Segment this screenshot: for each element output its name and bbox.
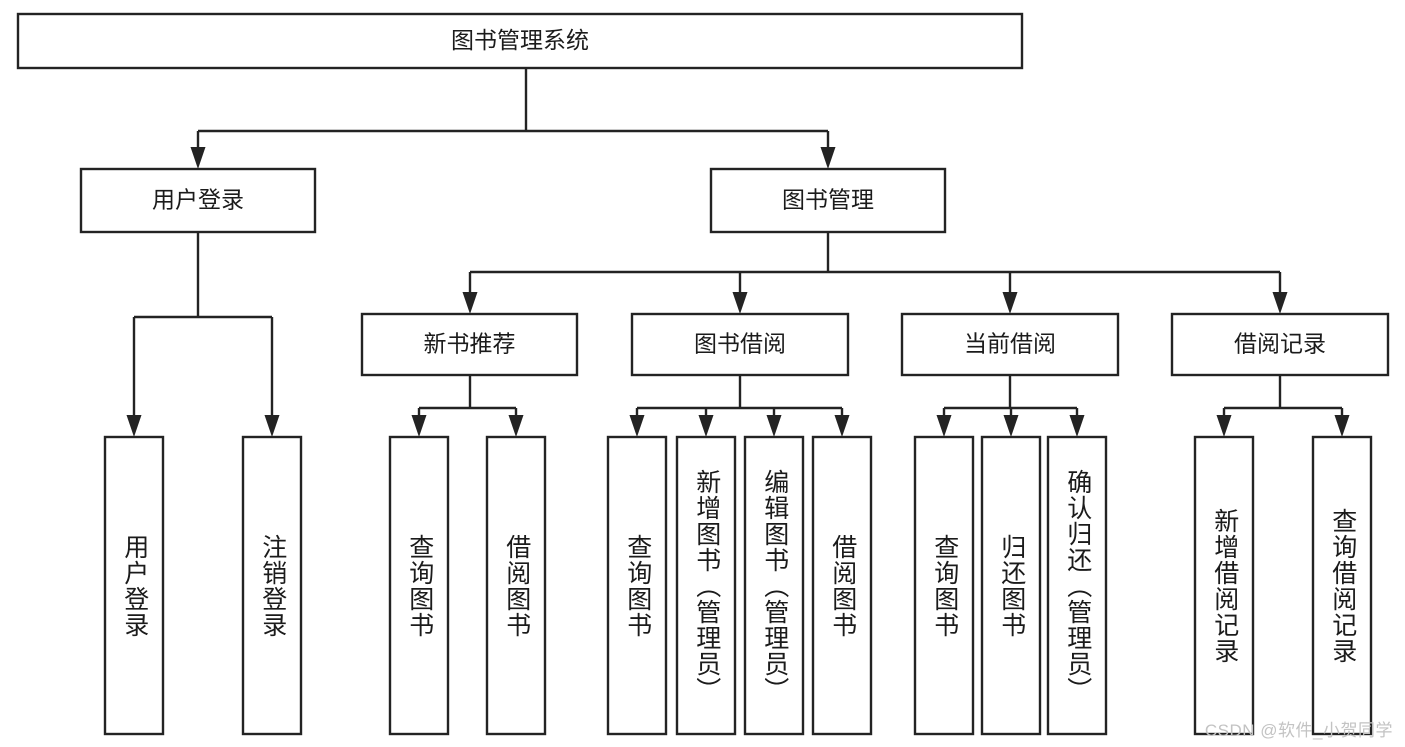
node-label-level2-0: 用户登录 — [152, 187, 244, 213]
arrow-head-icon — [190, 147, 206, 169]
arrow-head-icon — [766, 415, 782, 437]
node-label-level3-3: 借阅记录 — [1234, 331, 1326, 357]
arrow-head-icon — [264, 415, 280, 437]
node-box-level3-3[interactable] — [1170, 312, 1390, 377]
leaf-box-4[interactable] — [606, 435, 668, 736]
watermark-text: CSDN @软件_小贺同学 — [1204, 721, 1393, 740]
node-box-root[interactable] — [16, 12, 1024, 70]
leaf-box-8[interactable] — [913, 435, 975, 736]
arrow-head-icon — [508, 415, 524, 437]
leaf-box-3[interactable] — [485, 435, 547, 736]
arrow-head-icon — [834, 415, 850, 437]
node-box-level2-1[interactable] — [709, 167, 947, 234]
node-box-level3-0[interactable] — [360, 312, 579, 377]
node-box-level3-2[interactable] — [900, 312, 1120, 377]
leaf-box-12[interactable] — [1311, 435, 1373, 736]
arrow-head-icon — [126, 415, 142, 437]
node-label-level3-2: 当前借阅 — [964, 331, 1056, 357]
leaf-box-1[interactable] — [241, 435, 303, 736]
arrow-head-icon — [1272, 292, 1288, 314]
leaf-box-9[interactable] — [980, 435, 1042, 736]
arrow-head-icon — [1002, 292, 1018, 314]
arrow-head-icon — [1334, 415, 1350, 437]
arrow-head-icon — [629, 415, 645, 437]
arrow-head-icon — [936, 415, 952, 437]
leaf-box-7[interactable] — [811, 435, 873, 736]
arrow-head-icon — [1069, 415, 1085, 437]
leaf-box-11[interactable] — [1193, 435, 1255, 736]
node-label-level3-0: 新书推荐 — [424, 331, 516, 357]
connectors-layer — [126, 68, 1350, 437]
boxes-layer — [16, 12, 1390, 736]
node-label-level3-1: 图书借阅 — [694, 331, 786, 357]
leaf-box-6[interactable] — [743, 435, 805, 736]
leaf-box-0[interactable] — [103, 435, 165, 736]
leaf-box-10[interactable] — [1046, 435, 1108, 736]
arrow-head-icon — [411, 415, 427, 437]
leaf-box-2[interactable] — [388, 435, 450, 736]
arrow-head-icon — [462, 292, 478, 314]
arrow-head-icon — [820, 147, 836, 169]
node-box-level2-0[interactable] — [79, 167, 317, 234]
arrow-head-icon — [1216, 415, 1232, 437]
arrow-head-icon — [732, 292, 748, 314]
arrow-head-icon — [1003, 415, 1019, 437]
arrow-head-icon — [698, 415, 714, 437]
leaf-box-5[interactable] — [675, 435, 737, 736]
node-box-level3-1[interactable] — [630, 312, 850, 377]
node-label-level2-1: 图书管理 — [782, 187, 874, 213]
node-label-root: 图书管理系统 — [451, 27, 589, 53]
